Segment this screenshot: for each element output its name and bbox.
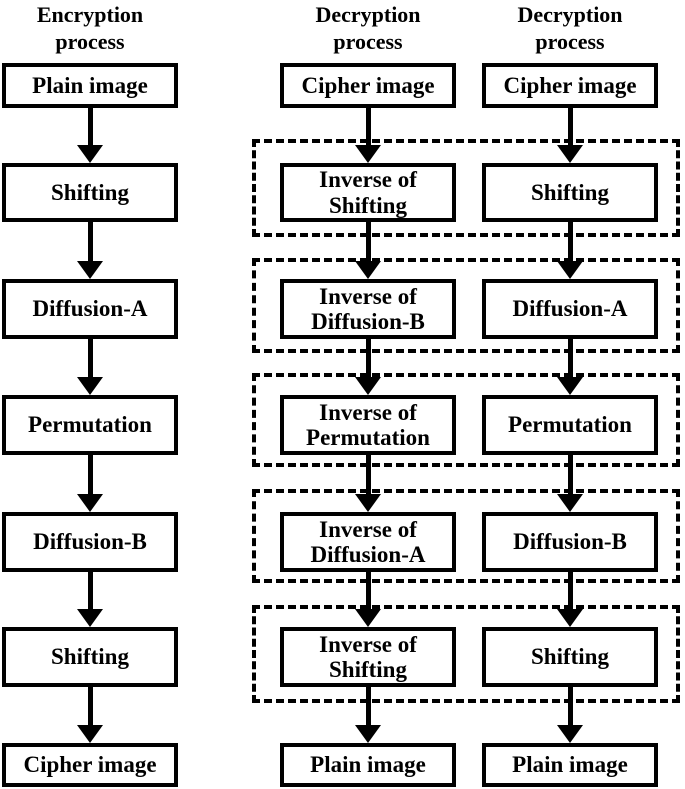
col3-box-diffusion-b: Diffusion-B	[482, 512, 658, 572]
arrow-head-icon	[557, 494, 583, 512]
arrow-shaft	[87, 108, 93, 145]
arrow-head-icon	[557, 377, 583, 395]
col2-down-arrow-3	[355, 339, 381, 395]
col3-box-diffusion-a: Diffusion-A	[482, 279, 658, 339]
col1-box-permutation: Permutation	[2, 395, 178, 455]
arrow-shaft	[365, 687, 371, 725]
col3-box-shifting-1: Shifting	[482, 163, 658, 222]
col2-box-inverse-diffusion-b: Inverse of Diffusion-B	[280, 279, 456, 339]
col3-down-arrow-5	[557, 572, 583, 627]
arrow-head-icon	[77, 145, 103, 163]
arrow-head-icon	[77, 725, 103, 743]
arrow-shaft	[87, 572, 93, 609]
arrow-head-icon	[77, 609, 103, 627]
arrow-shaft	[87, 222, 93, 261]
col1-box-shifting-2: Shifting	[2, 627, 178, 687]
col3-box-plain-image: Plain image	[482, 743, 658, 787]
decryption-inverse-process-title: Decryption process	[315, 2, 421, 54]
col1-down-arrow-4	[77, 455, 103, 512]
arrow-shaft	[87, 339, 93, 377]
col2-down-arrow-5	[355, 572, 381, 627]
col1-box-diffusion-b: Diffusion-B	[2, 512, 178, 572]
arrow-head-icon	[355, 145, 381, 163]
col2-box-inverse-diffusion-a: Inverse of Diffusion-A	[280, 512, 456, 572]
arrow-head-icon	[355, 377, 381, 395]
dashed-group-row-shifting	[252, 139, 680, 237]
arrow-head-icon	[355, 261, 381, 279]
col1-down-arrow-6	[77, 687, 103, 743]
dashed-group-row-diffusion-b	[252, 258, 680, 353]
col1-down-arrow-1	[77, 108, 103, 163]
arrow-head-icon	[557, 145, 583, 163]
col1-down-arrow-5	[77, 572, 103, 627]
arrow-shaft	[365, 222, 371, 261]
arrow-shaft	[567, 455, 573, 494]
arrow-shaft	[567, 108, 573, 145]
arrow-shaft	[87, 687, 93, 725]
arrow-head-icon	[77, 377, 103, 395]
arrow-head-icon	[77, 261, 103, 279]
col2-down-arrow-6	[355, 687, 381, 743]
col2-box-inverse-shifting-2: Inverse of Shifting	[280, 627, 456, 687]
col1-box-plain-image: Plain image	[2, 63, 178, 108]
col3-box-cipher-image: Cipher image	[482, 63, 658, 108]
arrow-head-icon	[355, 494, 381, 512]
arrow-shaft	[365, 108, 371, 145]
col2-down-arrow-4	[355, 455, 381, 512]
arrow-head-icon	[557, 725, 583, 743]
col2-box-inverse-permutation: Inverse of Permutation	[280, 395, 456, 455]
col1-box-diffusion-a: Diffusion-A	[2, 279, 178, 339]
arrow-shaft	[365, 455, 371, 494]
col2-box-cipher-image: Cipher image	[280, 63, 456, 108]
col1-box-shifting-1: Shifting	[2, 163, 178, 222]
arrow-shaft	[365, 339, 371, 377]
arrow-head-icon	[557, 261, 583, 279]
dashed-group-row-diffusion-a	[252, 489, 680, 583]
col3-down-arrow-2	[557, 222, 583, 279]
col2-box-plain-image: Plain image	[280, 743, 456, 787]
col1-down-arrow-2	[77, 222, 103, 279]
arrow-shaft	[365, 572, 371, 609]
arrow-shaft	[567, 339, 573, 377]
arrow-head-icon	[77, 494, 103, 512]
col3-box-shifting-2: Shifting	[482, 627, 658, 687]
arrow-head-icon	[557, 609, 583, 627]
arrow-shaft	[567, 222, 573, 261]
encryption-process-title: Encryption process	[36, 2, 144, 54]
arrow-shaft	[87, 455, 93, 494]
col3-box-permutation: Permutation	[482, 395, 658, 455]
dashed-group-row-shifting-2	[252, 605, 680, 703]
col3-down-arrow-3	[557, 339, 583, 395]
decryption-equivalent-process-title: Decryption process	[517, 2, 623, 54]
col3-down-arrow-4	[557, 455, 583, 512]
arrow-shaft	[567, 687, 573, 725]
col2-down-arrow-1	[355, 108, 381, 163]
arrow-head-icon	[355, 725, 381, 743]
col1-box-cipher-image: Cipher image	[2, 743, 178, 787]
dashed-group-row-permutation	[252, 373, 680, 467]
col3-down-arrow-1	[557, 108, 583, 163]
col2-down-arrow-2	[355, 222, 381, 279]
arrow-head-icon	[355, 609, 381, 627]
col1-down-arrow-3	[77, 339, 103, 395]
col2-box-inverse-shifting-1: Inverse of Shifting	[280, 163, 456, 222]
col3-down-arrow-6	[557, 687, 583, 743]
arrow-shaft	[567, 572, 573, 609]
